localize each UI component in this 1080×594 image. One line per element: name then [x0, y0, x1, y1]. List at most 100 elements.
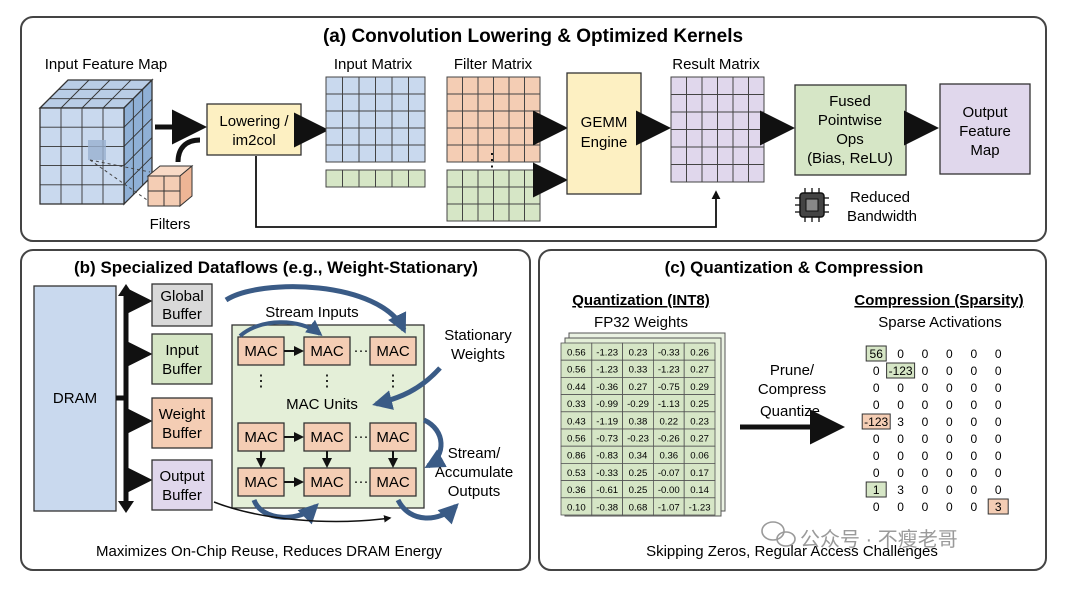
result-matrix-cell [701, 146, 718, 165]
sparse-value: 0 [922, 364, 929, 378]
sparse-value: 0 [873, 500, 880, 514]
sparse-value: 0 [873, 466, 880, 480]
fused-label-1: Fused [829, 93, 871, 110]
result-matrix-cell [717, 146, 734, 165]
weight-buffer-box [151, 397, 213, 449]
input-matrix-cell [408, 93, 426, 112]
prune-label-3: Quantize [760, 403, 820, 420]
filter-matrix-cell [493, 110, 510, 129]
sparse-value: 0 [970, 466, 977, 480]
filter-matrix-2-cell [477, 169, 494, 188]
weight-value: -0.38 [596, 502, 618, 513]
mac-unit-box [369, 336, 417, 366]
input-matrix-cell [391, 127, 409, 146]
sparse-value: 0 [970, 483, 977, 497]
input-buffer-box [151, 333, 213, 385]
sparse-value: 0 [970, 381, 977, 395]
filter-matrix-cell [462, 93, 479, 112]
global-buffer-label-1: Global [160, 288, 203, 305]
mac-unit-box [303, 422, 351, 452]
input-matrix-cell [325, 93, 343, 112]
reduced-bandwidth-label-1: Reduced [850, 189, 910, 206]
dram-box [33, 285, 117, 512]
filter-matrix-cell [477, 93, 494, 112]
sparse-value: 3 [995, 500, 1002, 514]
input-matrix-cell [391, 110, 409, 129]
sparse-value: 0 [922, 466, 929, 480]
sparse-value: -123 [864, 415, 888, 429]
lowering-label-1: Lowering / [219, 113, 289, 130]
weight-value: -1.23 [658, 365, 680, 376]
weight-value: 0.25 [690, 399, 709, 410]
filter-matrix-cell [508, 144, 525, 163]
filter-matrix-2-cell [446, 203, 463, 222]
weight-value: 0.33 [567, 399, 586, 410]
weight-buffer-label-2: Buffer [162, 425, 202, 442]
filter-matrix-cell [446, 93, 463, 112]
sparse-value: 0 [922, 500, 929, 514]
sparse-value: 0 [897, 398, 904, 412]
weight-value: 0.53 [567, 468, 586, 479]
result-matrix-cell [701, 129, 718, 148]
sparse-value: 0 [922, 347, 929, 361]
mac-unit-box [303, 467, 351, 497]
result-matrix-cell [732, 129, 749, 148]
sparse-value: 0 [946, 347, 953, 361]
filters-cube [89, 159, 194, 208]
filter-matrix-cell [446, 144, 463, 163]
input-matrix-cell [408, 127, 426, 146]
gemm-label-1: GEMM [581, 114, 628, 131]
sparse-value: 0 [946, 381, 953, 395]
sparse-value: 0 [995, 398, 1002, 412]
result-matrix-cell [686, 111, 703, 130]
filter-matrix-cell [446, 127, 463, 146]
sparse-value: 3 [897, 483, 904, 497]
filter-matrix-2-cell [462, 169, 479, 188]
filter-matrix-2-cell [524, 186, 541, 205]
result-matrix-cell [748, 94, 765, 113]
result-matrix-cell [748, 111, 765, 130]
weight-value: 0.22 [659, 416, 678, 427]
mac-unit-label: MAC [244, 429, 278, 446]
result-matrix-cell [717, 111, 734, 130]
sparse-value: 0 [970, 432, 977, 446]
dram-label: DRAM [53, 390, 97, 407]
mac-vdots: ⋮ [253, 373, 269, 390]
filter-matrix-2-cell [462, 186, 479, 205]
wechat-icon [761, 521, 796, 547]
weight-value: 0.56 [567, 365, 586, 376]
input-matrix-cell [408, 110, 426, 129]
result-matrix-cell [670, 129, 687, 148]
filter-matrix-cell [462, 76, 479, 95]
weight-cell [683, 497, 716, 516]
sparse-value: 0 [897, 449, 904, 463]
input-matrix-cell [375, 144, 393, 163]
mac-dots: ··· [354, 428, 369, 445]
filter-matrix-cell [508, 76, 525, 95]
input-buffer-label-1: Input [165, 342, 199, 359]
result-matrix-cell [717, 94, 734, 113]
input-matrix-cell [358, 76, 376, 95]
mac-unit-label: MAC [244, 343, 278, 360]
input-matrix-cell [342, 127, 360, 146]
arrow-filters-to-lowering [175, 137, 201, 163]
result-matrix-cell [717, 164, 734, 183]
mac-unit-label: MAC [376, 474, 410, 491]
result-matrix-cell [701, 111, 718, 130]
sparse-highlight [886, 362, 916, 379]
mac-unit-label: MAC [244, 474, 278, 491]
mac-unit-box [369, 422, 417, 452]
fused-label-4: (Bias, ReLU) [807, 150, 893, 167]
weight-value: -0.36 [596, 382, 618, 393]
sparse-value: 3 [897, 415, 904, 429]
accumulate-arrow-bottom-2 [395, 498, 459, 525]
weight-value: 0.27 [690, 434, 709, 445]
input-matrix-cell [391, 144, 409, 163]
input-row-cell [391, 169, 409, 188]
input-matrix-cell [342, 93, 360, 112]
result-matrix-cell [732, 146, 749, 165]
weight-value: 0.25 [629, 468, 648, 479]
